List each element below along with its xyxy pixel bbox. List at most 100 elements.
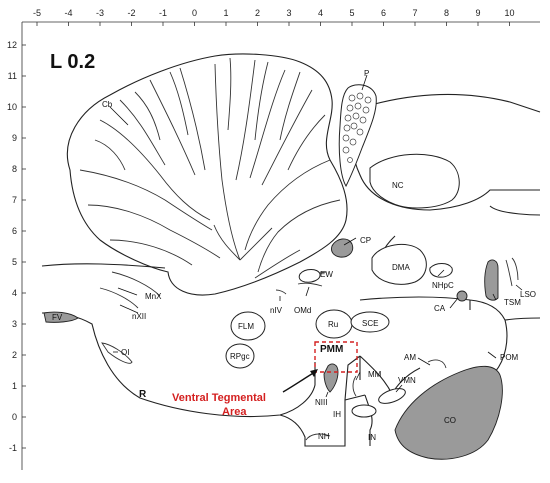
nhpc-nucleus	[429, 263, 453, 278]
x-tick-label: 8	[444, 8, 449, 18]
x-axis: -5 -4 -3 -2 -1 0 1 2 3 4 5 6 7 8 9 10	[22, 8, 540, 26]
rpgc-nucleus	[225, 343, 255, 369]
label-SCE: SCE	[362, 319, 378, 328]
y-tick-label: -1	[9, 443, 17, 453]
x-tick-label: -1	[159, 8, 167, 18]
y-tick-label: 2	[12, 350, 17, 360]
x-tick-label: 0	[192, 8, 197, 18]
x-tick-label: 10	[504, 8, 514, 18]
ew-nucleus	[298, 269, 321, 283]
vta-highlight-box	[314, 341, 358, 373]
label-CA: CA	[434, 304, 446, 313]
label-CO: CO	[444, 416, 456, 425]
mnx-structure	[111, 271, 161, 297]
label-OI: OI	[121, 348, 129, 357]
niv-structure	[275, 289, 287, 295]
pineal-texture	[342, 92, 372, 163]
label-FLM: FLM	[238, 322, 254, 331]
nh-structure	[305, 433, 331, 441]
label-TSM: TSM	[504, 298, 521, 307]
section-title: L 0.2	[50, 51, 95, 73]
y-tick-label: 0	[12, 412, 17, 422]
label-CP: CP	[360, 236, 371, 245]
nxii-structure	[99, 287, 139, 309]
label-RPgc: RPgc	[230, 352, 250, 361]
y-tick-label: 1	[12, 381, 17, 391]
cp-nucleus	[331, 238, 354, 258]
sce-nucleus	[350, 311, 390, 333]
label-nIV: nIV	[270, 306, 283, 315]
fv-structure	[43, 311, 79, 323]
x-tick-label: 4	[318, 8, 323, 18]
y-tick-label: 5	[12, 257, 17, 267]
label-R: R	[139, 389, 147, 400]
oi-structure	[101, 342, 133, 364]
x-tick-label: -2	[127, 8, 135, 18]
y-tick-label: 6	[12, 226, 17, 236]
vta-arrow	[282, 371, 316, 393]
label-IN: IN	[368, 433, 376, 442]
label-MM: MM	[368, 370, 382, 379]
niii-nucleus	[323, 363, 339, 393]
x-tick-label: 7	[412, 8, 417, 18]
vmn-nucleus	[378, 388, 406, 404]
hypothalamus-outline	[344, 355, 421, 446]
y-tick-label: 12	[7, 40, 17, 50]
label-NH: NH	[318, 432, 330, 441]
label-NHpC: NHpC	[432, 281, 454, 290]
label-DMA: DMA	[392, 263, 410, 272]
y-tick-label: 9	[12, 133, 17, 143]
x-tick-label: 6	[381, 8, 386, 18]
label-PMM: PMM	[320, 344, 343, 355]
label-POM: POM	[500, 353, 519, 362]
structure-labels: P Cb NC CP DMA NHpC EW MnX nXII nIV OMd …	[52, 69, 536, 442]
x-tick-label: 3	[286, 8, 291, 18]
pineal-structure	[338, 84, 377, 188]
y-tick-label: 10	[7, 102, 17, 112]
label-NC: NC	[392, 181, 404, 190]
am-structure	[427, 359, 447, 369]
tsm-nucleus	[484, 259, 499, 301]
ca-nucleus	[456, 290, 468, 302]
label-nXII: nXII	[132, 312, 146, 321]
ih-nucleus	[351, 404, 377, 418]
basal-outline	[279, 355, 361, 447]
label-EW: EW	[320, 270, 333, 279]
co-nucleus	[394, 365, 503, 460]
label-FV: FV	[52, 313, 63, 322]
x-tick-label: 2	[255, 8, 260, 18]
label-MnX: MnX	[145, 292, 162, 301]
x-tick-label: -3	[96, 8, 104, 18]
lso-structure	[505, 257, 519, 287]
x-tick-label: 1	[223, 8, 228, 18]
x-tick-label: 9	[475, 8, 480, 18]
y-tick-label: 7	[12, 195, 17, 205]
label-VMN: VMN	[398, 376, 416, 385]
x-tick-label: 5	[349, 8, 354, 18]
dma-nucleus	[371, 243, 427, 285]
label-AM: AM	[404, 353, 416, 362]
mm-structure	[352, 375, 357, 397]
x-tick-label: -5	[33, 8, 41, 18]
y-tick-label: 3	[12, 319, 17, 329]
flm-nucleus	[230, 311, 266, 341]
label-P: P	[364, 69, 369, 78]
omd-structure	[297, 282, 323, 287]
label-OMd: OMd	[294, 306, 311, 315]
y-tick-label: 8	[12, 164, 17, 174]
leader-lines	[109, 74, 523, 398]
vta-callout-line2: Area	[222, 406, 247, 418]
vta-arrow-head	[310, 369, 318, 377]
label-Cb: Cb	[102, 100, 113, 109]
y-tick-label: 11	[8, 71, 17, 81]
label-NIII: NIII	[315, 398, 327, 407]
label-IH: IH	[333, 410, 341, 419]
cerebellum	[66, 53, 348, 296]
x-tick-label: -4	[64, 8, 72, 18]
label-Ru: Ru	[328, 320, 338, 329]
vta-callout-line1: Ventral Tegmental	[172, 392, 266, 404]
nc-region	[369, 153, 460, 209]
y-tick-label: 4	[12, 288, 17, 298]
